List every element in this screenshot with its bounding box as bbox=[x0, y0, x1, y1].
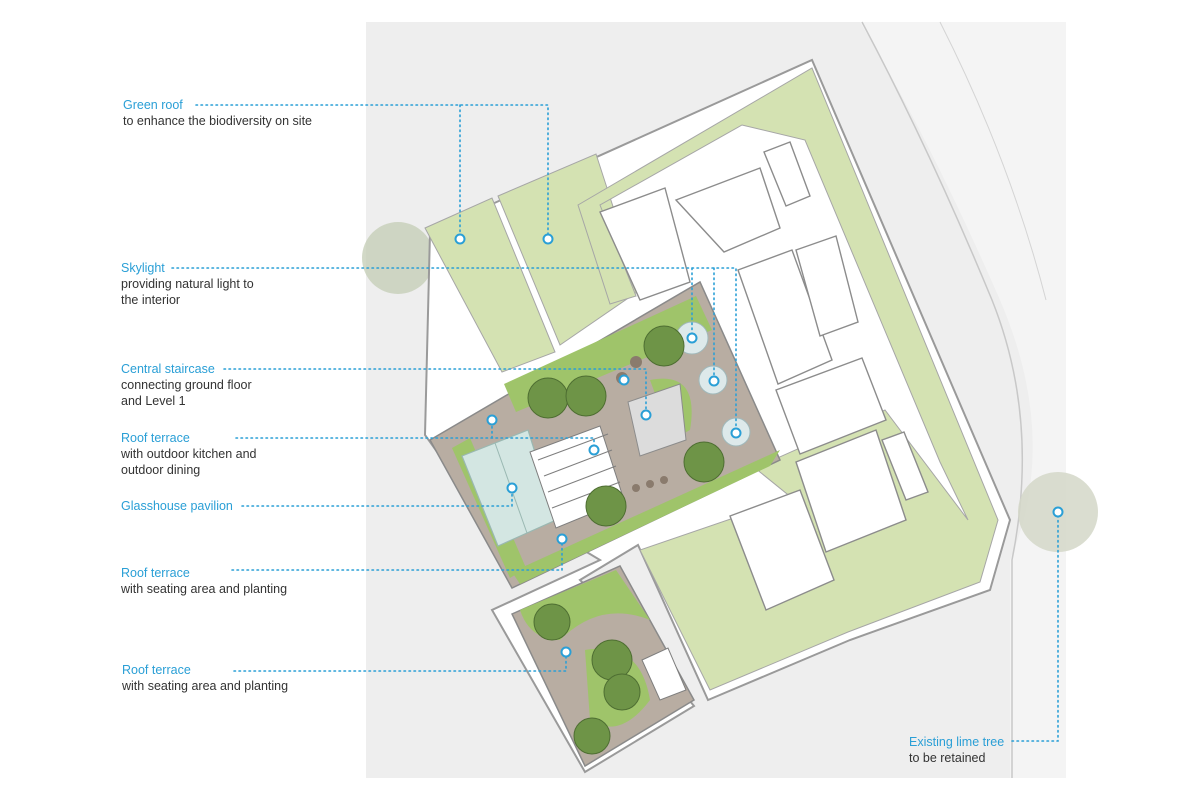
room bbox=[737, 249, 833, 385]
annotation-desc: to be retained bbox=[909, 751, 986, 765]
room bbox=[599, 187, 691, 301]
annotation-title: Roof terrace bbox=[121, 566, 190, 580]
leader-line bbox=[1011, 511, 1059, 742]
annotation-title: Roof terrace bbox=[122, 663, 191, 677]
dining-seat bbox=[660, 476, 668, 484]
annotation-title: Skylight bbox=[121, 261, 165, 275]
leader-line bbox=[195, 104, 549, 239]
annotation-skylight: Skylight providing natural light to the … bbox=[121, 260, 254, 308]
dining-table bbox=[630, 356, 642, 368]
existing-tree-west bbox=[362, 222, 434, 294]
tree bbox=[683, 441, 725, 483]
room bbox=[881, 431, 929, 501]
room bbox=[729, 489, 835, 611]
annotation-title: Green roof bbox=[123, 98, 183, 112]
street-band bbox=[860, 22, 1066, 778]
marker-central-staircase bbox=[618, 374, 630, 386]
pergola-slat bbox=[543, 449, 613, 477]
tree bbox=[533, 603, 571, 641]
marker-green-roof bbox=[454, 233, 466, 245]
leader-line bbox=[241, 487, 513, 507]
leader-line bbox=[233, 651, 567, 672]
annotation-central-staircase: Central staircase connecting ground floo… bbox=[121, 361, 252, 409]
annotation-desc: connecting ground floor and Level 1 bbox=[121, 378, 252, 408]
tree bbox=[585, 485, 627, 527]
pergola-slat bbox=[537, 433, 609, 461]
tree bbox=[603, 673, 641, 711]
annotation-glasshouse-pavilion: Glasshouse pavilion bbox=[121, 498, 233, 514]
room bbox=[674, 167, 781, 253]
leader-line bbox=[223, 368, 647, 416]
tree bbox=[573, 717, 611, 755]
marker-skylight bbox=[708, 375, 720, 387]
marker-skylight bbox=[686, 332, 698, 344]
central-staircase-block bbox=[627, 383, 687, 457]
tree bbox=[565, 375, 607, 417]
marker-lime-tree bbox=[1052, 506, 1064, 518]
annotation-desc: with seating area and planting bbox=[121, 582, 288, 596]
marker-roof-terrace bbox=[588, 444, 600, 456]
dining-seat bbox=[646, 480, 654, 488]
annotation-desc: with outdoor kitchen and outdoor dining bbox=[121, 447, 257, 477]
annotation-green-roof: Green roof to enhance the biodiversity o… bbox=[123, 97, 312, 129]
annotation-lime-tree: Existing lime tree to be retained bbox=[909, 734, 1004, 766]
room bbox=[795, 235, 859, 337]
marker-roof-terrace bbox=[556, 533, 568, 545]
annotation-desc: to enhance the biodiversity on site bbox=[123, 114, 313, 128]
annotation-title: Roof terrace bbox=[121, 431, 190, 445]
annotation-title: Central staircase bbox=[121, 362, 215, 376]
pergola-south bbox=[641, 647, 687, 701]
annotation-roof-terrace-seating-1: Roof terrace with seating area and plant… bbox=[121, 565, 287, 597]
marker-skylight bbox=[730, 427, 742, 439]
marker-green-roof bbox=[542, 233, 554, 245]
annotation-title: Glasshouse pavilion bbox=[121, 499, 233, 513]
dining-seat bbox=[632, 484, 640, 492]
annotation-roof-terrace-kitchen: Roof terrace with outdoor kitchen and ou… bbox=[121, 430, 257, 478]
marker-roof-terrace bbox=[560, 646, 572, 658]
marker-roof-terrace bbox=[486, 414, 498, 426]
room bbox=[775, 357, 887, 455]
road-curve-2 bbox=[939, 21, 1047, 301]
annotation-title: Existing lime tree bbox=[909, 735, 1005, 749]
marker-glasshouse bbox=[506, 482, 518, 494]
tree bbox=[643, 325, 685, 367]
tree bbox=[527, 377, 569, 419]
room bbox=[763, 141, 811, 207]
annotation-desc: with seating area and planting bbox=[122, 679, 289, 693]
leader-line bbox=[231, 539, 563, 571]
room bbox=[795, 429, 907, 553]
annotation-desc: providing natural light to the interior bbox=[121, 277, 254, 307]
marker-central-staircase bbox=[640, 409, 652, 421]
planter-south bbox=[512, 450, 780, 584]
pergola-slat bbox=[547, 465, 617, 493]
road-curve bbox=[861, 21, 1024, 778]
annotation-roof-terrace-seating-2: Roof terrace with seating area and plant… bbox=[122, 662, 288, 694]
